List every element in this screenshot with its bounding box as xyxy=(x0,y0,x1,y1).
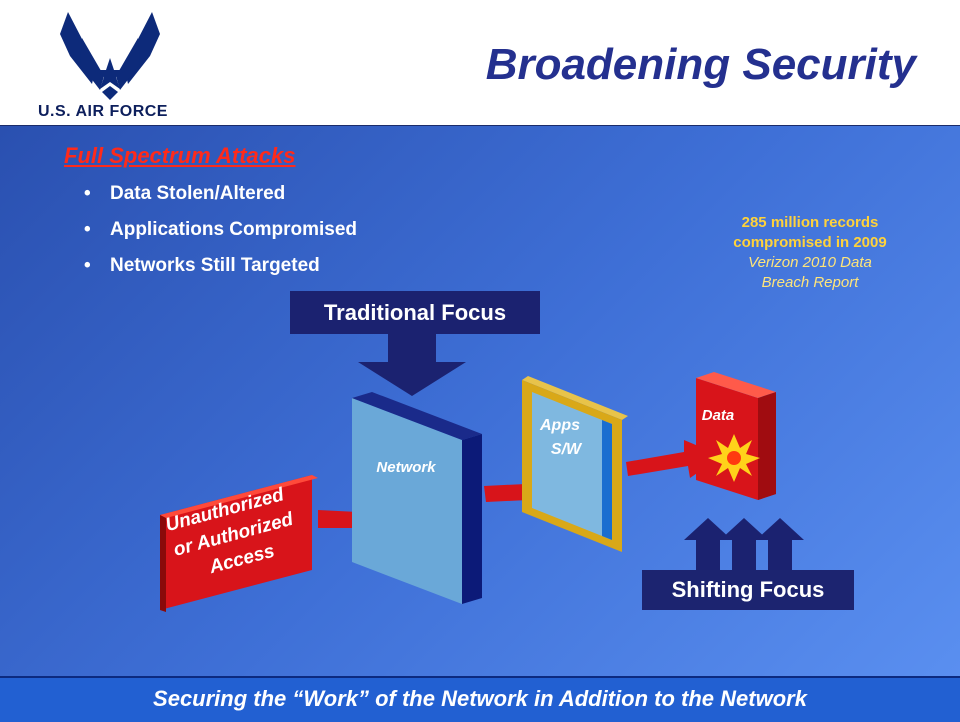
stat-source-line-2: Breach Report xyxy=(761,274,859,291)
network-label: Network xyxy=(376,459,436,476)
slide-header: U.S. AIR FORCE Broadening Security xyxy=(0,0,960,125)
logo-text: U.S. AIR FORCE xyxy=(38,103,168,120)
access-block xyxy=(160,475,318,612)
footer-banner: Securing the “Work” of the Network in Ad… xyxy=(0,676,960,722)
air-force-wings-icon xyxy=(60,12,160,100)
bullet-item: Data Stolen/Altered xyxy=(84,180,357,216)
data-label: Data xyxy=(702,407,735,424)
down-arrow-icon xyxy=(358,334,466,396)
page-title: Broadening Security xyxy=(485,40,916,89)
apps-panel xyxy=(522,376,628,552)
explosion-icon xyxy=(708,434,760,482)
apps-label-1: Apps xyxy=(539,417,580,434)
footer-text: Securing the “Work” of the Network in Ad… xyxy=(153,686,807,711)
apps-label-2: S/W xyxy=(551,441,583,458)
stat-line-1: 285 million records xyxy=(741,214,879,231)
section-subhead: Full Spectrum Attacks xyxy=(64,143,296,168)
up-arrows-icon xyxy=(684,518,804,570)
stat-source-line-1: Verizon 2010 Data xyxy=(748,254,872,271)
bullet-list: Data Stolen/Altered Applications Comprom… xyxy=(84,180,357,288)
stat-line-2: compromised in 2009 xyxy=(733,234,887,251)
traditional-focus-label: Traditional Focus xyxy=(290,291,540,334)
statistic-callout: 285 million records compromised in 2009 … xyxy=(690,213,930,293)
bullet-item: Applications Compromised xyxy=(84,216,357,252)
data-block xyxy=(696,372,776,500)
network-wall xyxy=(352,392,482,604)
shifting-focus-label: Shifting Focus xyxy=(642,570,854,610)
bullet-item: Networks Still Targeted xyxy=(84,252,357,288)
